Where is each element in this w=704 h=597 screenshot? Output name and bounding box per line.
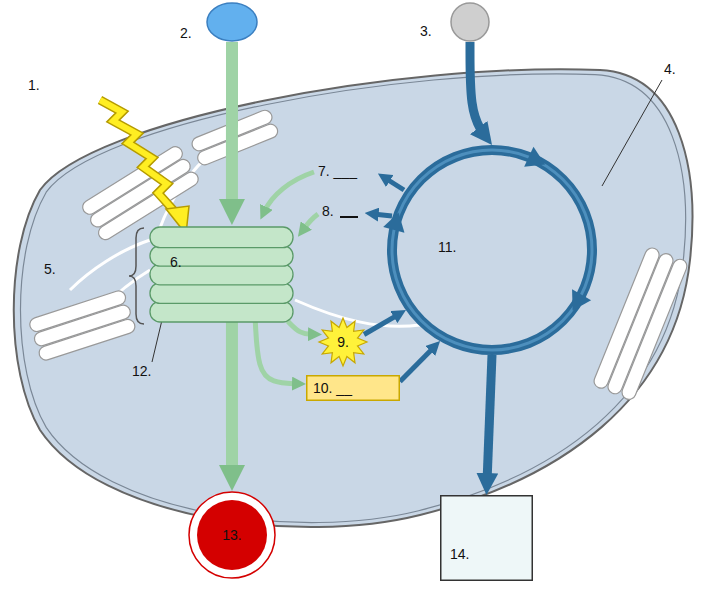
flow-arrow	[226, 42, 238, 209]
output-ring	[189, 492, 275, 578]
output-circle: 13.	[188, 491, 276, 579]
flow-arrow	[487, 355, 492, 482]
product-arrow	[303, 214, 318, 230]
leader-line	[152, 320, 162, 362]
box-outline	[441, 496, 533, 581]
cycle-ring	[392, 150, 592, 350]
callout-number: 9.	[337, 335, 349, 349]
granum	[620, 257, 689, 401]
energy-burst: 9.	[318, 317, 368, 367]
thylakoid-disc	[150, 283, 293, 304]
stroma-lamellae	[70, 240, 150, 290]
blank-label: 7. ___	[318, 164, 357, 178]
callout-number: 4.	[664, 62, 676, 76]
box-outline	[307, 376, 400, 401]
light-bolt	[100, 100, 189, 234]
cycle-ring-shape	[382, 140, 602, 360]
thylakoid-disc	[150, 227, 293, 248]
cycle-arrowhead	[383, 213, 404, 233]
product-arrow	[264, 172, 404, 230]
granum	[592, 246, 689, 402]
bracket	[129, 228, 144, 324]
product-arrow	[264, 172, 314, 212]
output-box-shape	[440, 495, 533, 581]
input-molecule: 3.	[450, 2, 490, 42]
granum	[28, 289, 137, 362]
blank-label: 8.	[322, 204, 334, 218]
granum	[37, 318, 136, 362]
flow-arrow	[288, 321, 314, 334]
carrier-box: 10. __	[306, 375, 400, 401]
callout-number: 6.	[170, 255, 182, 269]
flow-arrow	[364, 314, 399, 334]
leader-line	[602, 80, 662, 186]
cycle-ring	[392, 150, 592, 350]
chloroplast-membrane	[14, 69, 693, 527]
callout-number: 11.	[438, 240, 456, 254]
input-molecule: 2.	[206, 2, 258, 42]
stroma-lamellae	[295, 300, 420, 326]
callout-number: 13.	[222, 528, 241, 542]
granum	[28, 108, 689, 401]
thylakoid-stack: 6.	[148, 225, 295, 322]
input-molecule-shape	[450, 2, 490, 42]
light-bolt	[100, 100, 176, 213]
molecule-ellipse	[207, 3, 257, 41]
energy-burst	[319, 318, 367, 366]
product-arrow	[385, 178, 404, 190]
flow-arrow	[400, 347, 434, 381]
cycle-ring: 11.	[382, 140, 602, 360]
output-circle	[197, 500, 267, 570]
light-bolt	[100, 100, 176, 213]
blank-line	[340, 217, 358, 218]
product-arrow	[373, 214, 392, 216]
bracket	[129, 228, 144, 324]
callout-number: 1.	[28, 78, 40, 92]
molecule-circle	[451, 3, 489, 41]
flow-arrow	[255, 322, 297, 384]
chloroplast-membrane	[14, 69, 693, 527]
callout-number: 2.	[180, 26, 192, 40]
callout-number: 12.	[132, 364, 151, 378]
cycle-arrowhead	[524, 147, 545, 167]
flow-arrow	[470, 42, 484, 135]
thylakoid-stack-shape	[148, 225, 295, 322]
callout-number: 5.	[44, 262, 56, 276]
callout-number: 14.	[450, 547, 469, 561]
cycle-arrowhead	[572, 289, 591, 310]
blank-line	[340, 216, 358, 218]
input-molecule-shape	[206, 2, 258, 42]
callout-number: 10. __	[313, 381, 352, 395]
flow-arrow	[226, 322, 238, 475]
output-box: 14.	[440, 495, 533, 581]
callout-number: 3.	[420, 24, 432, 38]
thylakoid-disc	[150, 301, 293, 322]
chloroplast-membrane	[20, 74, 685, 523]
